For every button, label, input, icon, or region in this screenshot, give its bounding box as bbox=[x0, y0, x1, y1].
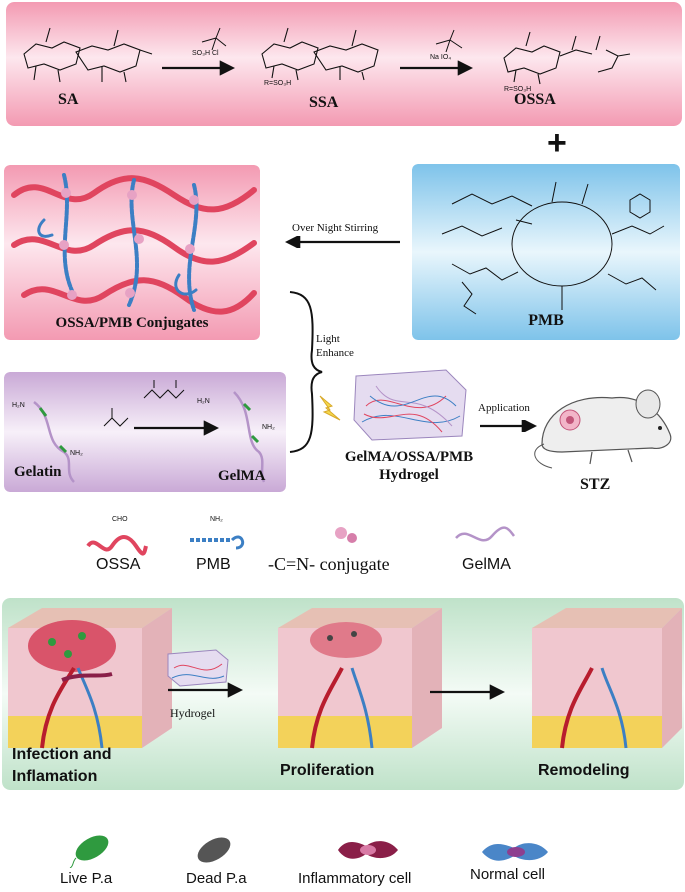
healing-hydrogel-label: Hydrogel bbox=[170, 706, 216, 720]
legend-pmb: PMB bbox=[196, 556, 231, 573]
conjugate-network-illustration bbox=[4, 165, 260, 340]
reagent-1: SO₃H Cl bbox=[192, 50, 219, 57]
inflammatory-cell-label: Inflammatory cell bbox=[298, 870, 412, 887]
normal-cell-label: Normal cell bbox=[470, 866, 546, 883]
plus-sign: + bbox=[547, 124, 567, 162]
stirring-arrow bbox=[284, 236, 400, 248]
live-pa-icon bbox=[69, 835, 109, 868]
legend-ossa-icon bbox=[86, 535, 148, 556]
legend-gelma-icon bbox=[455, 526, 516, 542]
brace bbox=[289, 291, 323, 453]
healing-hydrogel-icon bbox=[167, 649, 229, 687]
stage-infection: Infection and Inflamation bbox=[12, 746, 112, 785]
stage-remodeling: Remodeling bbox=[538, 762, 630, 779]
gelatin-nh2: NH₂ bbox=[70, 450, 83, 457]
application-arrow bbox=[480, 420, 538, 432]
normal-cell-icon bbox=[482, 843, 548, 861]
conjugates-label: OSSA/PMB Conjugates bbox=[55, 315, 209, 331]
legend-conjugate-icon bbox=[335, 527, 357, 543]
legend-conjugate: -C=N- conjugate bbox=[268, 554, 390, 574]
legend-ossa: OSSA bbox=[96, 556, 141, 573]
conjugates-panel: OSSA/PMB Conjugates bbox=[4, 165, 260, 340]
skin-block-infection bbox=[8, 608, 172, 749]
gelma-reaction bbox=[4, 372, 286, 492]
legend-pmb-nh2: NH₂ bbox=[210, 516, 223, 523]
mouse-illustration bbox=[534, 389, 672, 469]
stage-proliferation: Proliferation bbox=[280, 762, 375, 779]
ssa-structure bbox=[261, 27, 379, 81]
inflammatory-cell-icon bbox=[338, 841, 398, 859]
pmb-structure bbox=[412, 164, 680, 340]
skin-block-proliferation bbox=[278, 608, 442, 749]
label-sa: SA bbox=[58, 91, 79, 108]
stirring-label: Over Night Stirring bbox=[292, 222, 379, 234]
sa-structure bbox=[23, 27, 153, 83]
light-enhance-label: Light Enhance bbox=[316, 333, 354, 359]
legend-ossa-cho: CHO bbox=[112, 516, 128, 523]
dead-pa-icon bbox=[197, 837, 231, 863]
gelatin-label: Gelatin bbox=[14, 464, 62, 480]
synthesis-panel-bg bbox=[6, 2, 682, 126]
hydrogel-cube bbox=[353, 369, 467, 441]
healing-panel: Hydrogel Infection and Inflamation Proli… bbox=[2, 598, 684, 790]
reagent-1-structure bbox=[201, 27, 227, 51]
pmb-panel: PMB bbox=[412, 164, 680, 340]
gelma-panel: H₂N NH₂ H₂N NH₂ Gelatin GelMA bbox=[4, 372, 286, 492]
substituent-ssa: R=SO₃H bbox=[264, 80, 292, 87]
live-pa-label: Live P.a bbox=[60, 870, 113, 887]
ossa-structure bbox=[503, 31, 631, 85]
reagent-2-structure bbox=[435, 29, 463, 53]
gelma-h2n: H₂N bbox=[197, 398, 210, 405]
legend-gelma: GelMA bbox=[462, 556, 511, 573]
application-label: Application bbox=[478, 402, 530, 414]
label-ossa: OSSA bbox=[514, 91, 556, 108]
legend-pmb-icon bbox=[190, 535, 245, 550]
dead-pa-label: Dead P.a bbox=[186, 870, 247, 887]
substituent-ossa: R=SO₃H bbox=[504, 86, 532, 93]
skin-block-remodeling bbox=[532, 608, 682, 749]
synthesis-panel: SA SSA OSSA R=SO₃H R=SO₃H SO₃H Cl Na IO₄ bbox=[6, 2, 682, 126]
hydrogel-label: GelMA/OSSA/PMB Hydrogel bbox=[344, 449, 474, 483]
pmb-label: PMB bbox=[528, 312, 564, 329]
gelatin-h2n: H₂N bbox=[12, 402, 25, 409]
gelma-label: GelMA bbox=[218, 468, 266, 484]
lightning-icon bbox=[319, 395, 341, 421]
reagent-2: Na IO₄ bbox=[430, 54, 452, 61]
healing-illustration bbox=[2, 598, 684, 790]
label-ssa: SSA bbox=[309, 94, 339, 111]
gelma-nh2: NH₂ bbox=[262, 424, 275, 431]
stz-label: STZ bbox=[580, 476, 611, 493]
